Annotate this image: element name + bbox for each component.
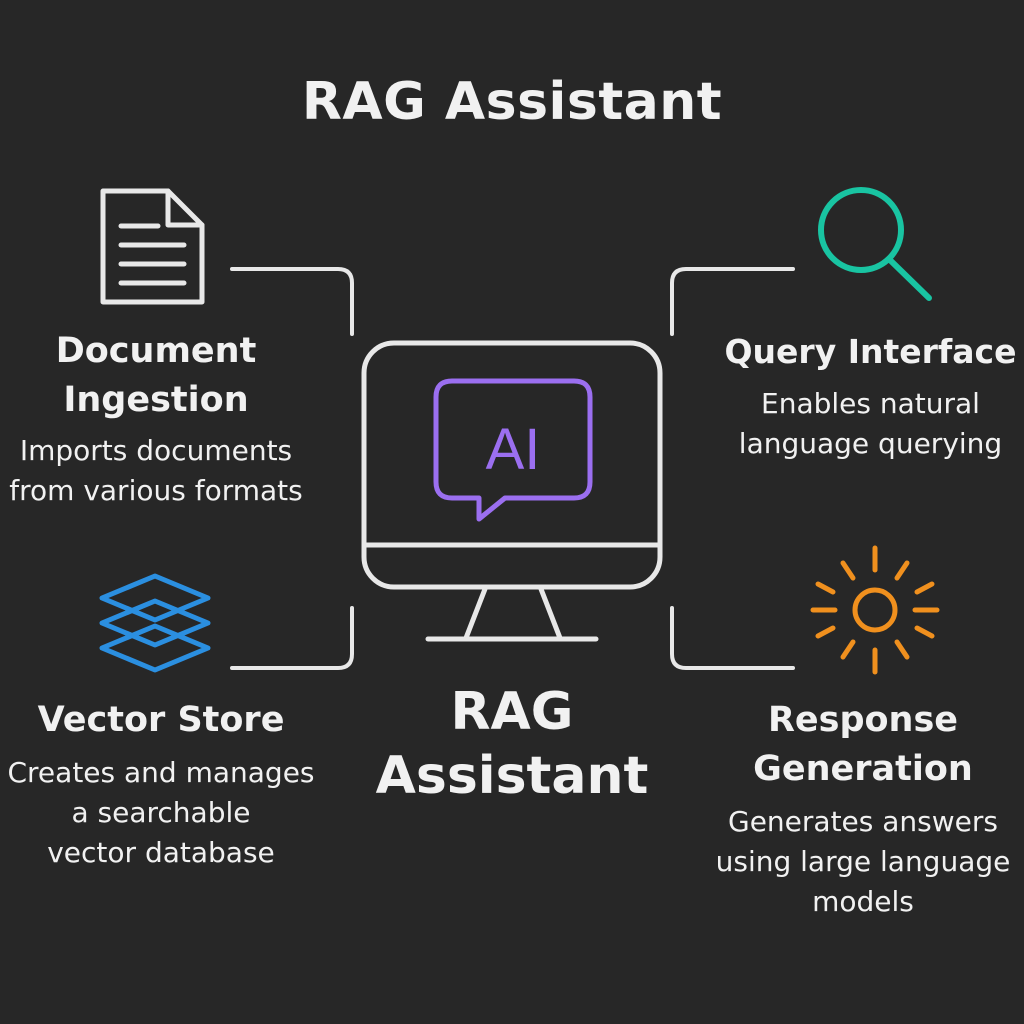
- connector-response-generation: [670, 606, 795, 670]
- sun-icon: [810, 545, 940, 675]
- query-interface-title: Query Interface: [724, 332, 1017, 371]
- center-label: RAG Assistant: [375, 682, 649, 806]
- component-query-interface: Query Interface Enables natural language…: [717, 327, 1024, 464]
- monitor-icon: [361, 340, 663, 642]
- connector-lines: [230, 267, 795, 670]
- component-response-generation: Response Generation Generates answers us…: [702, 696, 1024, 922]
- search-icon: [818, 187, 932, 301]
- vector-store-description: Creates and manages a searchable vector …: [7, 756, 315, 869]
- ai-chat-bubble-icon: [433, 378, 593, 522]
- layers-icon: [99, 573, 211, 673]
- response-generation-description: Generates answers using large language m…: [715, 805, 1011, 918]
- document-icon: [100, 188, 205, 305]
- connector-document-ingestion: [230, 267, 354, 336]
- document-ingestion-title: Document Ingestion: [55, 331, 257, 420]
- connector-query-interface: [670, 267, 795, 336]
- component-vector-store: Vector Store Creates and manages a searc…: [0, 696, 322, 873]
- vector-store-title: Vector Store: [37, 700, 285, 740]
- ai-badge-text: AI: [486, 417, 541, 482]
- response-generation-title: Response Generation: [753, 700, 973, 789]
- connector-vector-store: [230, 606, 354, 670]
- page-title: RAG Assistant: [301, 72, 723, 132]
- document-ingestion-description: Imports documents from various formats: [9, 434, 303, 507]
- component-document-ingestion: Document Ingestion Imports documents fro…: [0, 327, 312, 511]
- query-interface-description: Enables natural language querying: [738, 387, 1003, 460]
